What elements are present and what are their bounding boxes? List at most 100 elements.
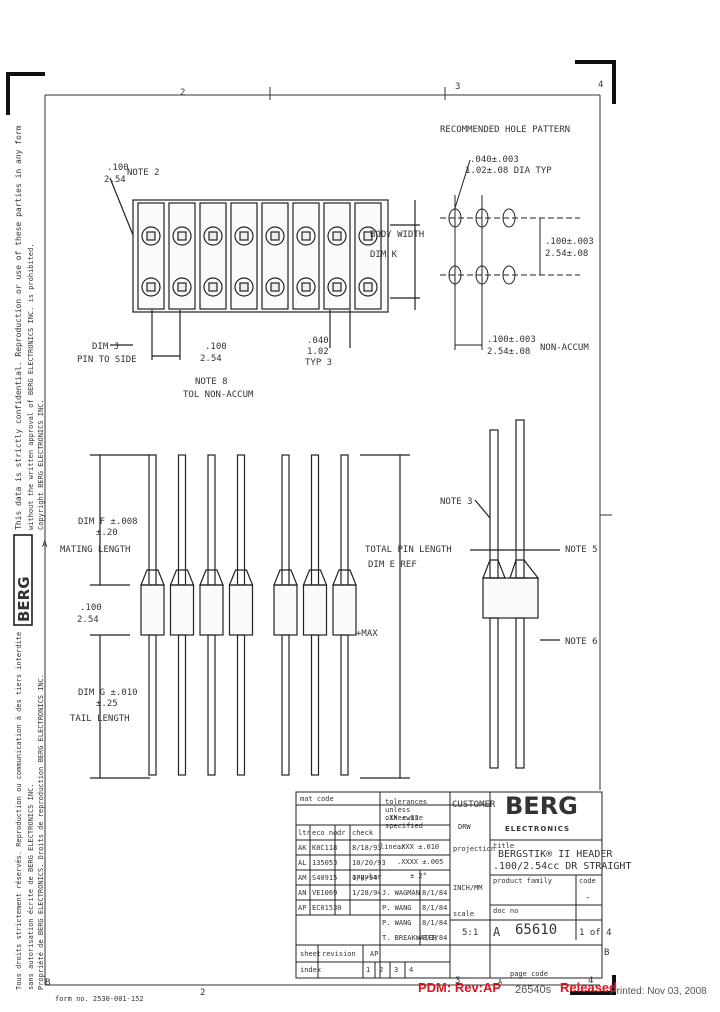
note-6: NOTE 6 [565, 637, 598, 647]
side-marker-a: A [42, 540, 48, 550]
pin-upper [310, 454, 320, 586]
pin-outline [172, 277, 192, 297]
zone-bottom-4: 4 [588, 976, 594, 986]
top-cell [230, 202, 258, 310]
tol-non-accum: TOL NON-ACCUM [183, 390, 254, 400]
zone-bottom-2: 2 [200, 988, 206, 998]
doc-no-label: doc no [493, 907, 519, 915]
code: - [585, 893, 591, 903]
pin-outline [141, 277, 161, 297]
sheet-val-2: 2 [379, 966, 384, 974]
rev-row-am: AM [298, 874, 307, 882]
top-cell [137, 202, 165, 310]
front-view: +MAX [90, 454, 410, 779]
doc-no: 65610 [515, 922, 558, 938]
dim-e-ref: DIM E REF [368, 560, 417, 570]
sig-appd-date: 8/1/84 [422, 919, 448, 927]
rev-row-an-ecn: VE1069 [312, 889, 338, 897]
rev-row-al-date: 10/20/93 [352, 859, 386, 867]
rev-row-ap: AP [298, 904, 307, 912]
dim-f-mm: ±.20 [96, 528, 118, 538]
pin-body [228, 584, 254, 636]
pin-outline [265, 277, 285, 297]
zone-top-2: 2 [180, 88, 186, 98]
row-pitch: .100±.003 [545, 237, 594, 247]
pin-square [208, 231, 218, 241]
customer-label: CUSTOMER [452, 800, 496, 810]
pin-upper [177, 454, 187, 586]
zone-bottom-3: 3 [455, 976, 461, 986]
rev-head-eco: eco no [312, 829, 338, 837]
linear-label: linear [380, 843, 406, 851]
sig-dr: J. WAGMAN [382, 889, 420, 897]
projection-label: projection [453, 845, 496, 853]
pin-upper [340, 454, 349, 586]
pin-square [332, 282, 342, 292]
rev-row-am-ecn: S40915 [312, 874, 338, 882]
title-brand: BERG [505, 792, 578, 820]
pin-lower [236, 634, 246, 776]
pdm-rev: PDM: Rev:AP [418, 980, 502, 995]
title-line-1: BERGSTIK® II HEADER [498, 849, 613, 860]
pin-outline [234, 226, 254, 246]
rev-row-al: AL [298, 859, 307, 867]
rev-row-an: AN [298, 889, 307, 897]
dim-g: DIM G ±.010 [78, 688, 138, 698]
sig-dwg-date: 8/1/84 [422, 934, 448, 942]
non-accum-label: NON-ACCUM [540, 343, 589, 353]
tolerances-label: tolerances unless otherwise specified [385, 798, 428, 830]
top-cell [292, 202, 320, 310]
pin-outline [203, 226, 223, 246]
pin-body [273, 584, 298, 636]
pin-chamfer [302, 569, 328, 586]
pin-upper [236, 454, 246, 586]
tail-length: TAIL LENGTH [70, 714, 130, 724]
side-notice-left-3: Copyright BERG ELECTRONICS INC. [37, 399, 45, 530]
pin-lower [340, 634, 349, 776]
rev-row-ak-date: 8/18/93 [352, 844, 382, 852]
side-logo-box [13, 534, 33, 626]
top-cell [168, 202, 196, 310]
pin-body [140, 584, 165, 636]
dim-j: DIM J [92, 342, 120, 352]
pin-square [208, 282, 218, 292]
pin-square [270, 282, 280, 292]
scale-label: scale [453, 910, 475, 918]
top-cell [199, 202, 227, 310]
pin-outline [141, 226, 161, 246]
dim-k: DIM K [370, 250, 398, 260]
note-5: NOTE 5 [565, 545, 598, 555]
pin-to-side: PIN TO SIDE [77, 355, 137, 365]
pin-body [169, 584, 195, 636]
tol-xxxx: .XXXX ±.005 [397, 858, 444, 866]
body-width: BODY WIDTH [370, 230, 425, 240]
revision-val: AP [370, 950, 379, 958]
pin-lower [281, 634, 290, 776]
pin-upper [281, 454, 290, 586]
form-no: form no. 2530-001-152 [55, 995, 144, 1003]
pin-outline [358, 277, 378, 297]
tol-angle: ± 2° [410, 872, 427, 880]
zone-top-3: 3 [455, 82, 461, 92]
pin-body [199, 584, 224, 636]
sig-dr-date: 8/1/84 [422, 889, 448, 897]
top-pitch-mm: 2.54 [104, 175, 126, 185]
pin-square [177, 231, 187, 241]
pin-chamfer [332, 569, 357, 586]
pin-lower [148, 634, 157, 776]
code-label: code [579, 877, 596, 885]
top-cell [354, 202, 382, 310]
pin-body [302, 584, 328, 636]
pin-chamfer [140, 569, 165, 586]
pin-square [239, 231, 249, 241]
hole-pattern-title: RECOMMENDED HOLE PATTERN [440, 125, 571, 135]
title-block-lines [295, 791, 603, 979]
side-notice-bottom-1: Tous droits strictement réservés. Reprod… [15, 631, 23, 990]
pin-square [177, 282, 187, 292]
size: A [493, 925, 501, 939]
pin-outline [296, 277, 316, 297]
tol-xxx: .XXX ±.010 [397, 843, 440, 851]
pin-outline [296, 226, 316, 246]
rev-row-am-date: 1/8/94 [352, 874, 378, 882]
